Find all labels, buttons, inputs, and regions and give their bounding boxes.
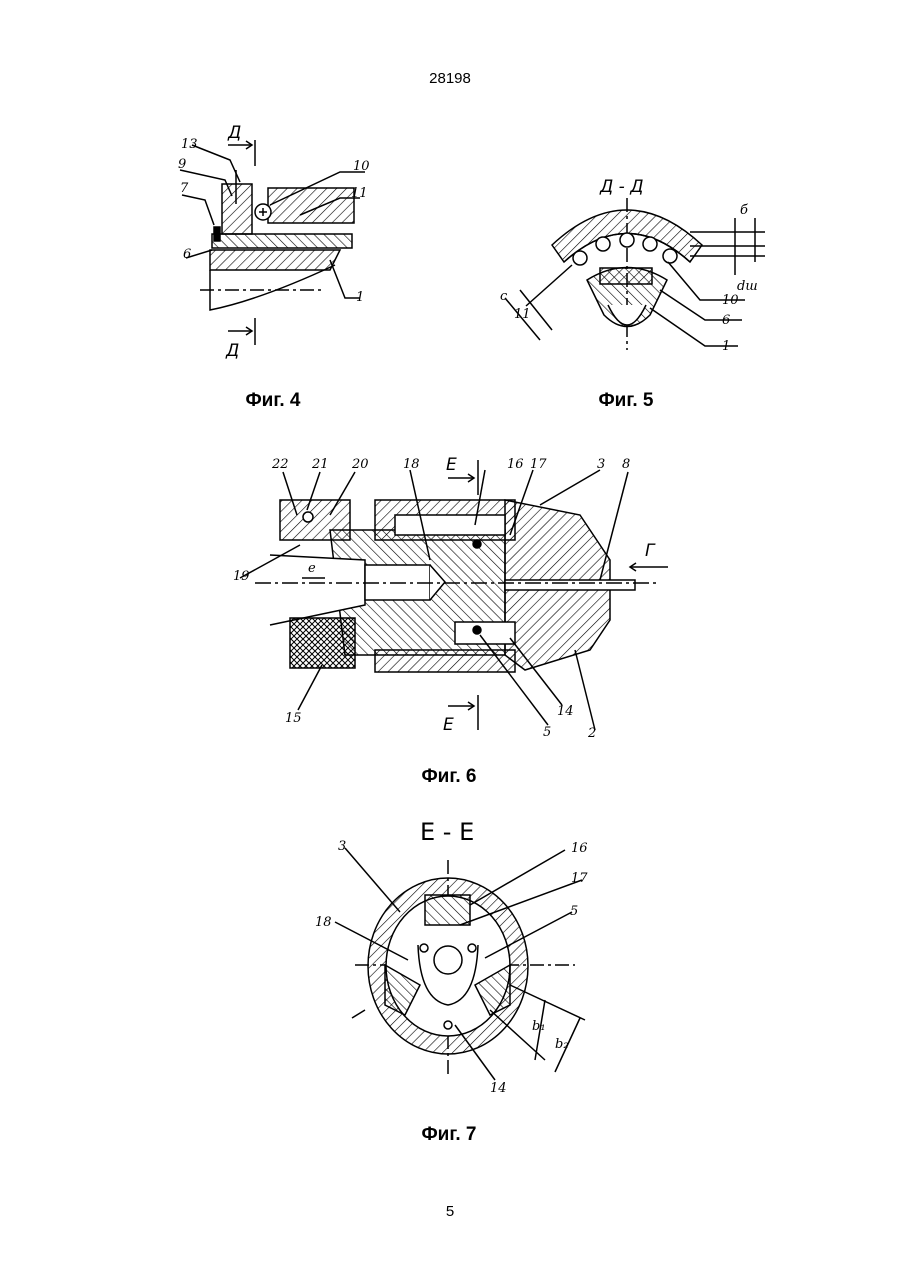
fig7-label-b2: b₂ [555,1037,569,1052]
fig4-section-mark-top: Д [227,123,241,143]
fig6-label-16: 16 [507,457,524,472]
fig6-label-18: 18 [403,457,420,472]
fig6-view-mark: Г [645,541,656,561]
fig6-label-3: 3 [597,457,605,472]
fig4-label-10: 10 [353,159,370,174]
fig4-label-13: 13 [181,137,198,152]
fig6-label-21: 21 [311,457,329,472]
fig7-label-16: 16 [571,841,588,856]
fig5-label-6: 6 [722,313,730,328]
fig5-label-10: 10 [722,293,739,308]
fig5-label-dsh: dш [737,279,758,294]
fig6-label-22: 22 [271,457,289,472]
figure-6-drawing [240,460,668,730]
fig7-label-5: 5 [570,904,578,919]
fig4-label-1: 1 [356,290,364,305]
fig6-caption: Фиг. 6 [369,766,529,788]
fig5-label-c: c [500,289,508,304]
fig4-section-mark-bottom: Д [225,341,239,361]
fig5-label-b: б [740,203,748,218]
fig4-label-9: 9 [178,157,186,172]
fig6-dim-e: e [308,561,316,576]
fig6-label-2: 2 [587,726,596,741]
figure-7-drawing [335,848,585,1080]
fig5-label-11: 11 [514,307,531,322]
fig5-caption: Фиг. 5 [546,390,706,412]
fig6-label-5: 5 [543,725,551,740]
figure-4-drawing [180,140,365,345]
fig7-label-b1: b₁ [532,1019,546,1034]
fig6-label-19: 19 [233,569,250,584]
fig7-section-title: Е - Е [420,818,474,846]
fig4-label-6: 6 [183,247,191,262]
fig6-section-mark-top: Е [446,455,457,475]
fig7-caption: Фиг. 7 [369,1124,529,1146]
patent-number: 28198 [0,70,900,87]
fig7-label-14: 14 [490,1081,507,1096]
fig5-section-title: Д - Д [599,177,644,197]
page-number: 5 [0,1203,900,1220]
fig6-label-20: 20 [351,457,369,472]
fig6-label-17: 17 [530,457,547,472]
fig6-label-15: 15 [285,711,302,726]
fig7-label-3: 3 [338,839,346,854]
fig6-label-14: 14 [557,704,574,719]
fig4-label-11: 11 [351,186,368,201]
fig4-label-7: 7 [180,181,189,196]
fig5-label-1: 1 [722,339,730,354]
fig7-label-18: 18 [315,915,332,930]
fig6-label-8: 8 [622,457,630,472]
fig4-caption: Фиг. 4 [193,390,353,412]
fig6-section-mark-bottom: Е [443,715,454,735]
fig7-label-17: 17 [571,871,588,886]
